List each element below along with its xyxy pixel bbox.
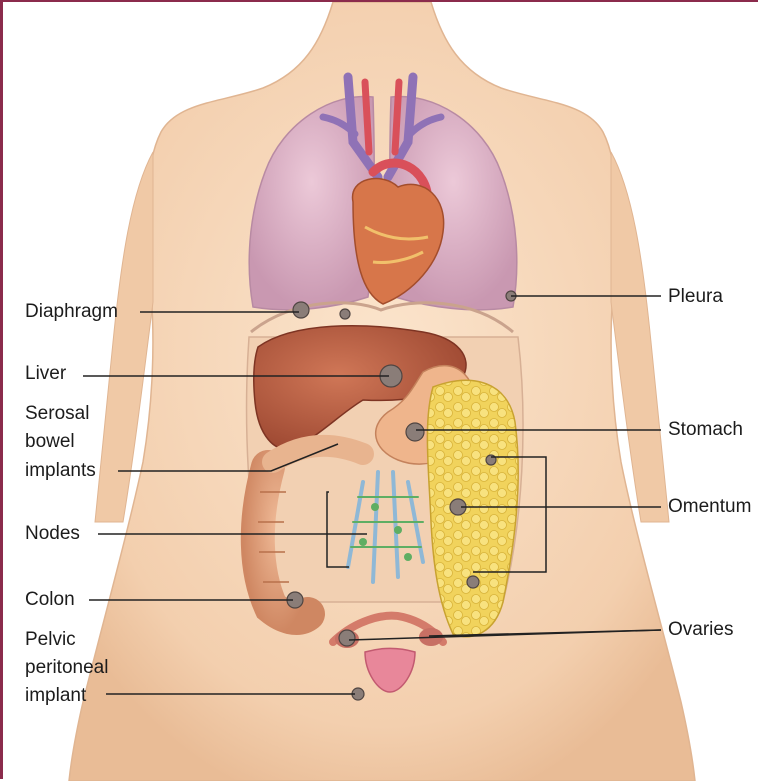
- label-colon: Colon: [25, 586, 75, 613]
- label-serosal-line2: bowel: [25, 428, 75, 455]
- label-serosal-line3: implants: [25, 457, 96, 484]
- label-liver: Liver: [25, 360, 66, 387]
- label-stomach: Stomach: [668, 416, 743, 443]
- label-pelvic-line3: implant: [25, 682, 86, 709]
- label-pelvic-line1: Pelvic: [25, 626, 76, 653]
- label-nodes: Nodes: [25, 520, 80, 547]
- label-pelvic-line2: peritoneal: [25, 654, 108, 681]
- label-omentum: Omentum: [668, 493, 751, 520]
- anatomy-illustration: [3, 2, 758, 781]
- label-ovaries: Ovaries: [668, 616, 733, 643]
- label-serosal-line1: Serosal: [25, 400, 89, 427]
- label-pleura: Pleura: [668, 283, 723, 310]
- label-diaphragm: Diaphragm: [25, 298, 118, 325]
